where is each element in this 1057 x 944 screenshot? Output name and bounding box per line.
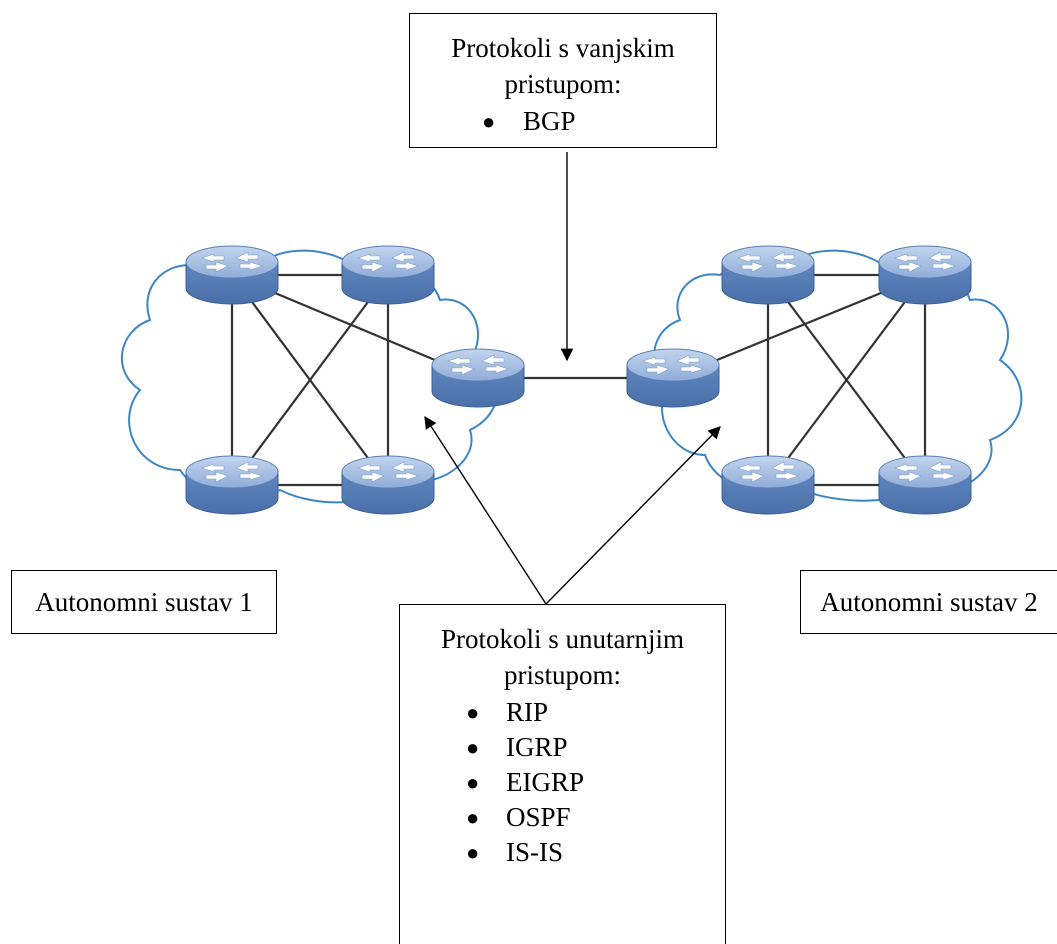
list-item: ●OSPF <box>400 800 725 835</box>
bullet-icon: ● <box>466 735 480 760</box>
router-as1-bottom-left <box>185 455 279 515</box>
router-as2-bottom-left <box>721 455 815 515</box>
router-as1-border <box>431 348 525 408</box>
list-item: ●IGRP <box>400 730 725 765</box>
router-as2-top-left <box>721 245 815 305</box>
arrow-igp-right <box>545 426 721 605</box>
internal-protocols-title: Protokoli s unutarnjim pristupom: <box>441 624 684 690</box>
list-item: ●RIP <box>400 695 725 730</box>
bullet-icon: ● <box>466 805 480 830</box>
router-as1-top-left <box>185 245 279 305</box>
router-as2-top-right <box>878 245 972 305</box>
autonomous-system-1-box: Autonomni sustav 1 <box>11 570 277 634</box>
autonomous-system-1-label: Autonomni sustav 1 <box>35 587 253 617</box>
internal-protocols-list: ●RIP ●IGRP ●EIGRP ●OSPF ●IS-IS <box>400 695 725 870</box>
autonomous-system-2-label: Autonomni sustav 2 <box>820 587 1038 617</box>
list-item: ●EIGRP <box>400 765 725 800</box>
arrow-igp-left <box>424 415 547 605</box>
internal-protocols-box: Protokoli s unutarnjim pristupom: ●RIP ●… <box>399 604 726 944</box>
arrows <box>424 152 721 605</box>
router-as2-border <box>626 348 720 408</box>
bullet-icon: ● <box>466 700 480 725</box>
external-protocols-list: ●BGP <box>410 104 716 139</box>
external-protocols-title: Protokoli s vanjskim pristupom: <box>451 33 675 99</box>
bullet-icon: ● <box>466 770 480 795</box>
external-protocols-box: Protokoli s vanjskim pristupom: ●BGP <box>409 13 717 148</box>
list-item: ●IS-IS <box>400 835 725 870</box>
router-as1-bottom-right <box>341 455 435 515</box>
autonomous-system-2-box: Autonomni sustav 2 <box>800 570 1057 634</box>
connection-lines <box>230 273 927 487</box>
router-as1-top-right <box>341 245 435 305</box>
list-item: ●BGP <box>410 104 716 139</box>
router-as2-bottom-right <box>878 455 972 515</box>
bullet-icon: ● <box>482 109 496 134</box>
bullet-icon: ● <box>466 840 480 865</box>
